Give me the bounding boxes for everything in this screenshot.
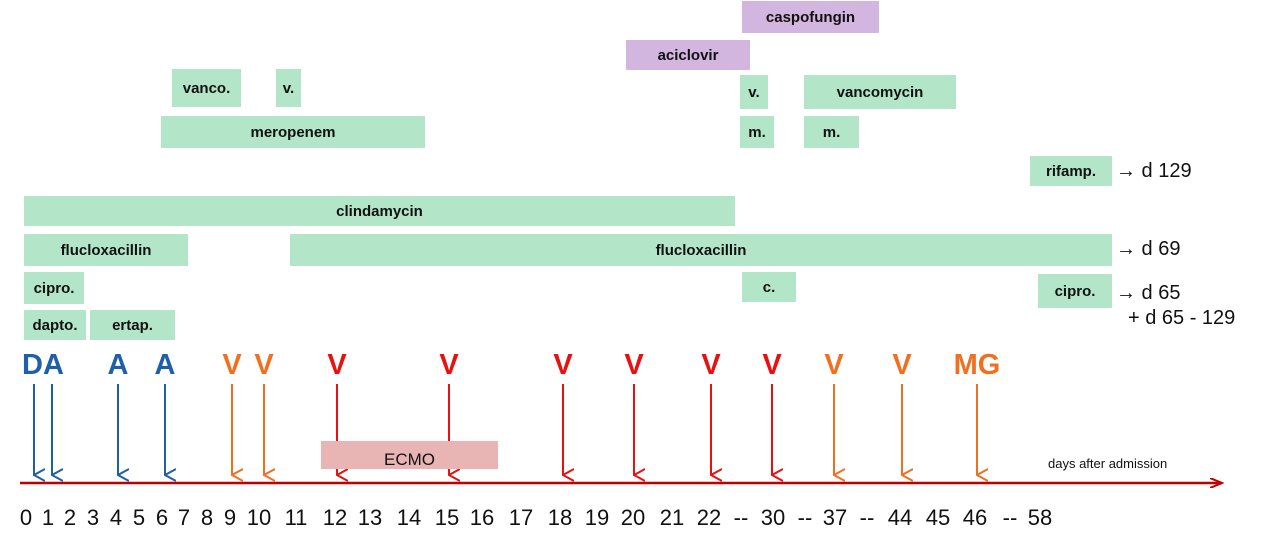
event-label-9: V — [701, 349, 721, 381]
event-label-13: MG — [953, 349, 1001, 381]
axis-tick-label: 30 — [760, 505, 786, 530]
axis-tick-label: 3 — [86, 505, 100, 530]
axis-tick-label: 15 — [434, 505, 460, 530]
axis-tick-label: 1 — [41, 505, 55, 530]
drug-bar-meropenem: meropenem — [161, 116, 425, 148]
axis-tick-label: 37 — [822, 505, 848, 530]
axis-tick-label: 7 — [177, 505, 191, 530]
drug-bar-flucloxacillin-2: flucloxacillin — [290, 234, 1112, 266]
drug-bar-cipro-1: cipro. — [24, 272, 84, 304]
drug-bar-aciclovir: aciclovir — [626, 40, 750, 70]
ecmo-bar: ECMO — [321, 441, 498, 469]
drug-bar-flucloxacillin-1: flucloxacillin — [24, 234, 188, 266]
drug-bar-c: c. — [742, 272, 796, 302]
event-label-1: A — [107, 349, 129, 381]
event-label-0: DA — [22, 349, 64, 381]
event-label-8: V — [624, 349, 644, 381]
drug-bar-m-2: m. — [804, 116, 859, 148]
note-cipro-end: → d 65 — [1116, 282, 1181, 304]
drug-bar-rifamp: rifamp. — [1030, 156, 1112, 186]
axis-tick-label: 17 — [508, 505, 534, 530]
event-label-10: V — [762, 349, 782, 381]
drug-bar-ertap: ertap. — [90, 310, 175, 340]
event-label-6: V — [439, 349, 459, 381]
drug-bar-vanco-1: vanco. — [172, 69, 241, 107]
axis-tick-label: 45 — [925, 505, 951, 530]
axis-tick-label: -- — [859, 505, 875, 530]
axis-tick-label: 18 — [547, 505, 573, 530]
axis-tick-label: 44 — [887, 505, 913, 530]
axis-caption: days after admission — [1048, 456, 1168, 471]
axis-tick-label: 0 — [19, 505, 33, 530]
axis-tick-label: 5 — [132, 505, 146, 530]
axis-tick-label: 9 — [223, 505, 237, 530]
event-label-7: V — [553, 349, 573, 381]
axis-tick-label: 58 — [1027, 505, 1053, 530]
axis-tick-label: 4 — [109, 505, 123, 530]
axis-tick-label: -- — [797, 505, 813, 530]
event-label-4: V — [254, 349, 274, 381]
drug-bar-caspofungin: caspofungin — [742, 1, 879, 33]
drug-bar-cipro-2: cipro. — [1038, 274, 1112, 308]
axis-tick-label: 2 — [63, 505, 77, 530]
event-label-5: V — [327, 349, 347, 381]
drug-bar-v-1: v. — [276, 69, 301, 107]
drug-bar-m-1: m. — [740, 116, 774, 148]
drug-bar-clindamycin: clindamycin — [24, 196, 735, 226]
axis-tick-label: 20 — [620, 505, 646, 530]
axis-tick-label: 13 — [357, 505, 383, 530]
axis-tick-label: 19 — [584, 505, 610, 530]
axis-tick-label: 12 — [322, 505, 348, 530]
event-label-11: V — [824, 349, 844, 381]
axis-tick-label: 16 — [469, 505, 495, 530]
note-dapto-range: + d 65 - 129 — [1128, 307, 1236, 329]
event-label-3: V — [222, 349, 242, 381]
drug-bar-vancomycin: vancomycin — [804, 75, 956, 109]
axis-tick-label: 6 — [155, 505, 169, 530]
axis-tick-label: 22 — [696, 505, 722, 530]
axis-tick-label: 11 — [284, 505, 308, 530]
note-rifamp-end: → d 129 — [1116, 160, 1192, 182]
axis-tick-label: 8 — [200, 505, 214, 530]
axis-tick-label: 46 — [962, 505, 988, 530]
axis-tick-label: -- — [1002, 505, 1018, 530]
event-label-2: A — [154, 349, 176, 381]
axis-tick-label: 10 — [246, 505, 272, 530]
axis-tick-label: 21 — [659, 505, 685, 530]
drug-bar-dapto: dapto. — [24, 310, 86, 340]
axis-tick-label: 14 — [396, 505, 422, 530]
axis-tick-label: -- — [733, 505, 749, 530]
event-label-12: V — [892, 349, 912, 381]
note-fluclox-end: → d 69 — [1116, 238, 1181, 260]
drug-bar-v-2: v. — [740, 75, 768, 109]
